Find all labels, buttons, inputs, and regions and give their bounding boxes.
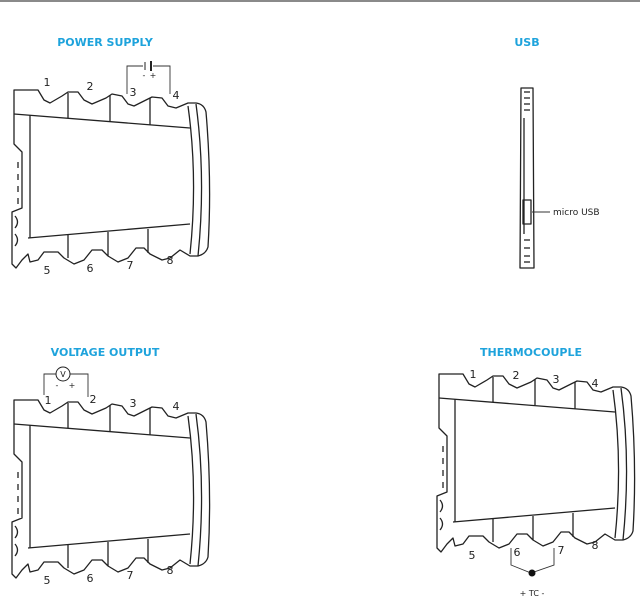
battery-icon [126,61,171,94]
micro-usb-port-icon [522,199,532,225]
thermocouple-junction-icon [510,548,555,577]
terminal-label: 8 [167,564,174,577]
voltage-output-title: VOLTAGE OUTPUT [51,346,160,359]
terminal-label: 3 [553,373,560,386]
terminal-label: 5 [44,264,51,277]
terminal-label: 7 [127,259,134,272]
terminal-label: 3 [130,397,137,410]
terminal-label: 4 [592,377,599,390]
module-drawing [436,373,636,553]
terminal-label: 6 [87,572,94,585]
thermocouple-diagram: THERMOCOUPLE 1 2 3 4 5 6 7 8 + TC - [436,346,636,598]
usb-title: USB [514,36,539,49]
terminal-label: 1 [45,394,52,407]
polarity-plus: + [69,381,76,390]
thermocouple-title: THERMOCOUPLE [480,346,582,359]
terminal-label: 4 [173,89,180,102]
micro-usb-label: micro USB [553,208,600,218]
terminal-label: 1 [470,368,477,381]
terminal-label: 5 [44,574,51,587]
terminal-label: 6 [87,262,94,275]
voltmeter-icon: V [43,366,89,397]
polarity-plus: + [150,71,157,80]
terminal-label: 1 [44,76,51,89]
terminal-label: 8 [167,254,174,267]
svg-text:V: V [60,370,66,379]
terminal-label: 2 [87,80,94,93]
terminal-label: 6 [514,546,521,559]
terminal-label: 2 [90,393,97,406]
module-drawing [11,399,211,579]
terminal-label: 7 [127,569,134,582]
terminal-label: 7 [558,544,565,557]
module-side-view [519,87,535,269]
terminal-label: 8 [592,539,599,552]
voltage-output-diagram: VOLTAGE OUTPUT 1 2 3 4 5 6 7 8 V - + [11,346,211,587]
power-supply-diagram: POWER SUPPLY 1 2 3 4 5 6 7 8 - + [11,36,211,277]
terminal-label: 4 [173,400,180,413]
terminal-label: 3 [130,86,137,99]
polarity-minus: - [143,71,146,80]
tc-label: + TC - [520,589,545,598]
usb-diagram: USB micro USB [514,36,600,269]
terminal-label: 5 [469,549,476,562]
module-drawing [11,89,211,269]
polarity-minus: - [56,381,59,390]
power-supply-title: POWER SUPPLY [57,36,154,49]
terminal-label: 2 [513,369,520,382]
